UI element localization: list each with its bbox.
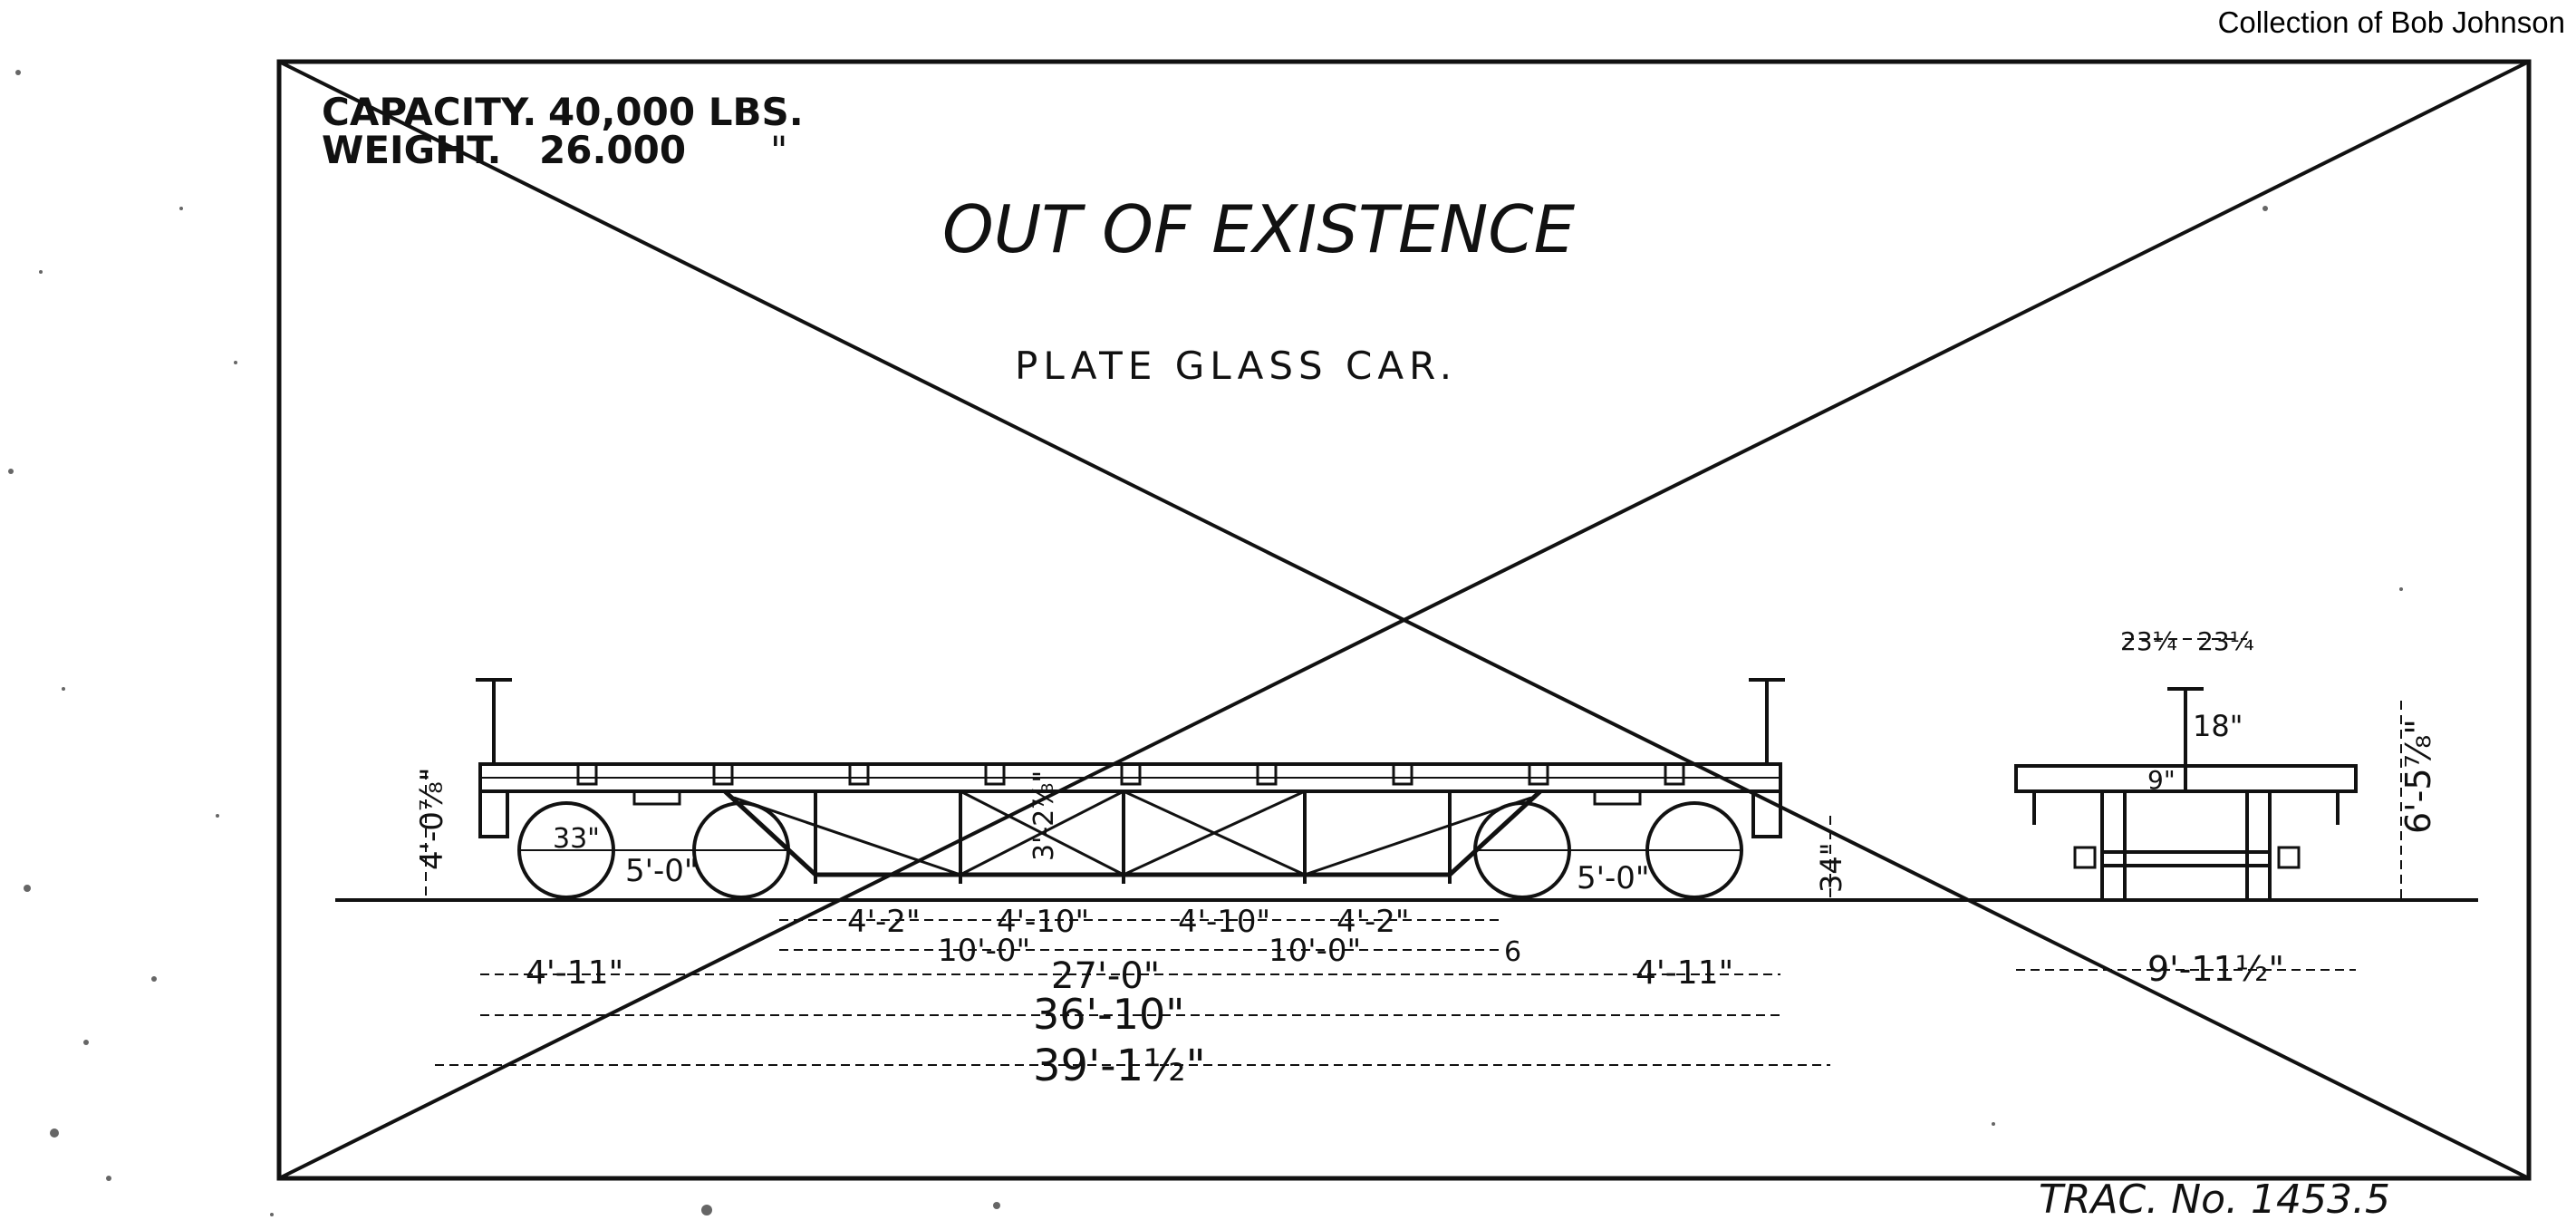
dim-end-beam: 9" [2147,765,2176,795]
drawing-number: TRAC. No. 1453.5 [2039,1177,2390,1223]
dim-over-all: 39'-1½" [1033,1041,1206,1091]
cancel-diagonal-2 [278,60,2530,1180]
dim-height-left: 4'-0⅞" [414,768,450,870]
truck-wheels [517,801,1743,899]
dim-span-right: 10'-0" [1269,933,1361,969]
weight-value: 26.000 [539,128,686,172]
drawing-subtitle: PLATE GLASS CAR. [1015,344,1457,388]
drawing-title: OUT OF EXISTENCE [942,191,1576,267]
dim-end-post: 18" [2193,709,2243,743]
dim-wheelbase-left: 5'-0" [625,853,699,889]
dim-wheel-diameter: 33" [553,823,600,855]
dim-overhang-right: 4'-11" [1635,954,1733,992]
dim-small-6: 6 [1504,936,1521,968]
collection-credit: Collection of Bob Johnson [2217,5,2565,39]
dim-bolster-height: 34" [1814,843,1848,893]
dimension-lines [425,638,2402,1066]
dim-seg-c: 4'-10" [1178,904,1270,940]
dim-truss-depth: 3'-2⅞" [1028,770,1060,861]
dim-overhang-left: 4'-11" [526,954,623,992]
dim-end-width-a: 23¼ [2120,626,2177,656]
capacity-label: CAPACITY. [322,90,536,134]
dim-span-left: 10'-0" [938,933,1030,969]
dim-end-overall: 9'-11½" [2147,949,2284,989]
capacity-value: 40,000 LBS. [548,90,804,134]
paper-speckle [8,70,2403,1216]
dim-end-height: 6'-5⅞" [2398,719,2438,834]
dim-seg-a: 4'-2" [847,904,921,940]
drawing-border [276,59,2532,1181]
side-elevation [476,678,1785,884]
dim-truck-centers: 27'-0" [1051,955,1160,997]
weight-ditto: " [770,128,787,172]
end-elevation [2014,687,2358,902]
dim-seg-d: 4'-2" [1336,904,1410,940]
weight-label: WEIGHT. [322,128,502,172]
dimension-labels: 4'-0⅞" 33" 5'-0" 5'-0" 3'-2⅞" 34" 4'-2" … [414,626,2438,1091]
dim-wheelbase-right: 5'-0" [1577,860,1650,896]
dim-over-body: 36'-10" [1033,990,1184,1039]
dim-end-width-b: 23¼ [2197,626,2254,656]
dim-seg-b: 4'-10" [997,904,1089,940]
